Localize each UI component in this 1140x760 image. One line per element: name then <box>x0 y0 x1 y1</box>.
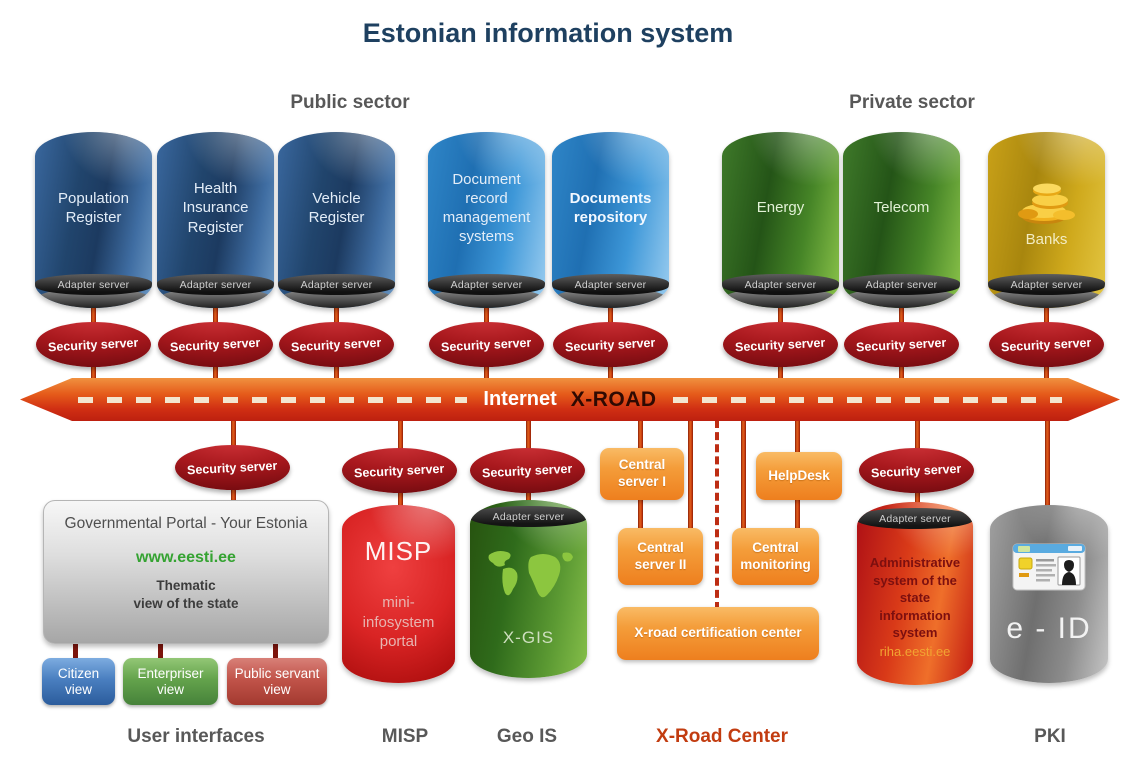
adapter-server-band: Adapter server <box>428 274 545 295</box>
security-server: Security server <box>279 322 394 367</box>
central-server-2-box: Central server II <box>618 528 703 585</box>
telecom-cylinder: Telecom Adapter server <box>843 132 960 308</box>
connector-line <box>637 420 643 455</box>
cylinder-label: Document record management systems <box>442 170 531 246</box>
misp-label: MISP <box>364 536 433 567</box>
security-server: Security server <box>470 448 585 493</box>
connector-line <box>794 420 800 457</box>
eid-label: e - ID <box>1006 611 1092 645</box>
riha-url[interactable]: riha.eesti.ee <box>879 643 951 659</box>
security-server: Security server <box>342 448 457 493</box>
energy-cylinder: Energy Adapter server <box>722 132 839 308</box>
road-dashes <box>78 397 467 403</box>
id-card-icon <box>1012 543 1086 596</box>
population-register-cylinder: Population Register Adapter server <box>35 132 152 308</box>
adapter-server-band: Adapter server <box>157 274 274 295</box>
adapter-server-band: Adapter server <box>722 274 839 295</box>
portal-url[interactable]: www.eesti.ee <box>136 549 236 566</box>
portal-subtitle-line1: Thematic <box>156 578 216 593</box>
riha-label: Administrative system of the state infor… <box>869 555 961 641</box>
connector-stub <box>72 638 78 662</box>
adapter-server-band: Adapter server <box>278 274 395 295</box>
citizen-view-box[interactable]: Citizen view <box>42 658 115 705</box>
misp-subtitle: mini-infosystem portal <box>362 594 435 651</box>
xroad-label: X-ROAD <box>570 387 657 411</box>
central-monitoring-box: Central monitoring <box>732 528 819 585</box>
security-server: Security server <box>989 322 1104 367</box>
portal-title: Governmental Portal - Your Estonia <box>64 515 308 532</box>
security-server: Security server <box>859 448 974 493</box>
governmental-portal-box: Governmental Portal - Your Estonia www.e… <box>43 500 329 644</box>
adapter-server-band: Adapter server <box>35 274 152 295</box>
helpdesk-box: HelpDesk <box>756 452 842 500</box>
document-record-management-cylinder: Document record management systems Adapt… <box>428 132 545 308</box>
dashed-connector-line <box>715 420 719 610</box>
connector-line <box>794 495 800 535</box>
security-server: Security server <box>175 445 290 490</box>
private-sector-label: Private sector <box>849 92 975 113</box>
adapter-server-band: Adapter server <box>470 506 587 527</box>
cylinder-label: Health Insurance Register <box>182 180 249 236</box>
health-insurance-register-cylinder: Health Insurance Register Adapter server <box>157 132 274 308</box>
coins-icon <box>1014 181 1080 230</box>
cylinder-label: Vehicle Register <box>308 189 365 226</box>
connector-stub <box>157 638 163 662</box>
pki-floor-label: PKI <box>1034 726 1066 747</box>
security-server: Security server <box>553 322 668 367</box>
connector-line <box>687 420 693 535</box>
security-server: Security server <box>429 322 544 367</box>
internet-label: Internet <box>483 388 557 410</box>
vehicle-register-cylinder: Vehicle Register Adapter server <box>278 132 395 308</box>
connector-line <box>637 495 643 535</box>
xroad-center-floor-label: X-Road Center <box>656 726 788 747</box>
cylinder-label: Documents repository <box>569 189 652 226</box>
portal-subtitle-line2: view of the state <box>133 595 239 611</box>
globe-icon <box>483 549 575 616</box>
connector-stub <box>272 638 278 662</box>
adapter-server-band: Adapter server <box>988 274 1105 295</box>
riha-cylinder: Adapter server Administrative system of … <box>857 502 973 685</box>
road-dashes <box>673 397 1062 403</box>
geo-is-floor-label: Geo IS <box>496 726 558 747</box>
misp-cylinder: MISP mini-infosystem portal <box>342 505 455 683</box>
banks-cylinder: Banks Adapter server <box>988 132 1105 308</box>
page-title: Estonian information system <box>362 18 734 48</box>
eid-cylinder: e - ID <box>990 505 1108 683</box>
adapter-server-band: Adapter server <box>857 508 973 529</box>
xgis-cylinder: Adapter server X-GIS <box>470 500 587 678</box>
security-server: Security server <box>158 322 273 367</box>
security-server: Security server <box>36 322 151 367</box>
enterpriser-view-box[interactable]: Enterpriser view <box>123 658 218 705</box>
misp-floor-label: MISP <box>381 726 429 747</box>
cylinder-label: Energy <box>756 199 805 217</box>
adapter-server-band: Adapter server <box>843 274 960 295</box>
public-servant-view-box[interactable]: Public servant view <box>227 658 327 705</box>
cylinder-label: Population Register <box>58 189 129 226</box>
documents-repository-cylinder: Documents repository Adapter server <box>552 132 669 308</box>
central-server-1-box: Central server I <box>600 448 684 500</box>
security-server: Security server <box>723 322 838 367</box>
cylinder-label: Telecom <box>873 199 930 217</box>
connector-line <box>740 420 746 535</box>
public-sector-label: Public sector <box>290 92 410 113</box>
security-server: Security server <box>844 322 959 367</box>
cylinder-label: Banks <box>1025 230 1068 248</box>
xroad-internet-backbone: Internet X-ROAD <box>20 378 1120 421</box>
adapter-server-band: Adapter server <box>552 274 669 295</box>
xgis-label: X-GIS <box>502 627 555 647</box>
certification-center-box: X-road certification center <box>617 607 819 660</box>
connector-line <box>1044 420 1050 510</box>
user-interfaces-label: User interfaces <box>127 726 265 747</box>
